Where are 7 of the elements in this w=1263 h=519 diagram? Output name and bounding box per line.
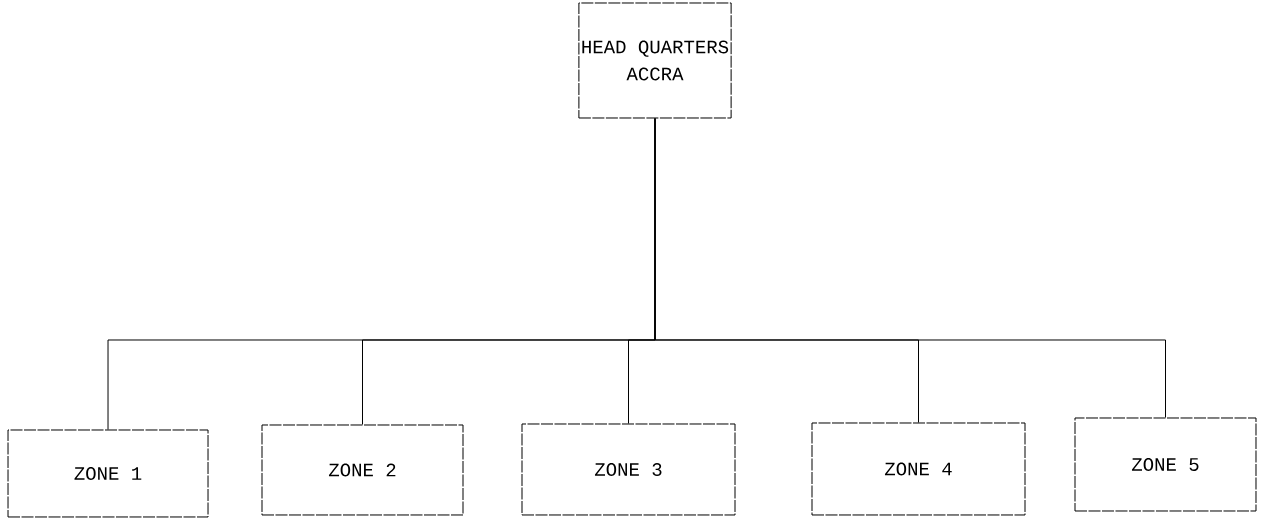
zone-box: ZONE 2 (261, 424, 464, 516)
zone-box: ZONE 5 (1074, 417, 1257, 512)
zone-box: ZONE 1 (7, 429, 209, 518)
headquarters-box: HEAD QUARTERS ACCRA (578, 2, 732, 119)
zone-box: ZONE 3 (521, 423, 736, 516)
zone-box: ZONE 4 (811, 422, 1026, 516)
connector-line (654, 118, 1166, 418)
